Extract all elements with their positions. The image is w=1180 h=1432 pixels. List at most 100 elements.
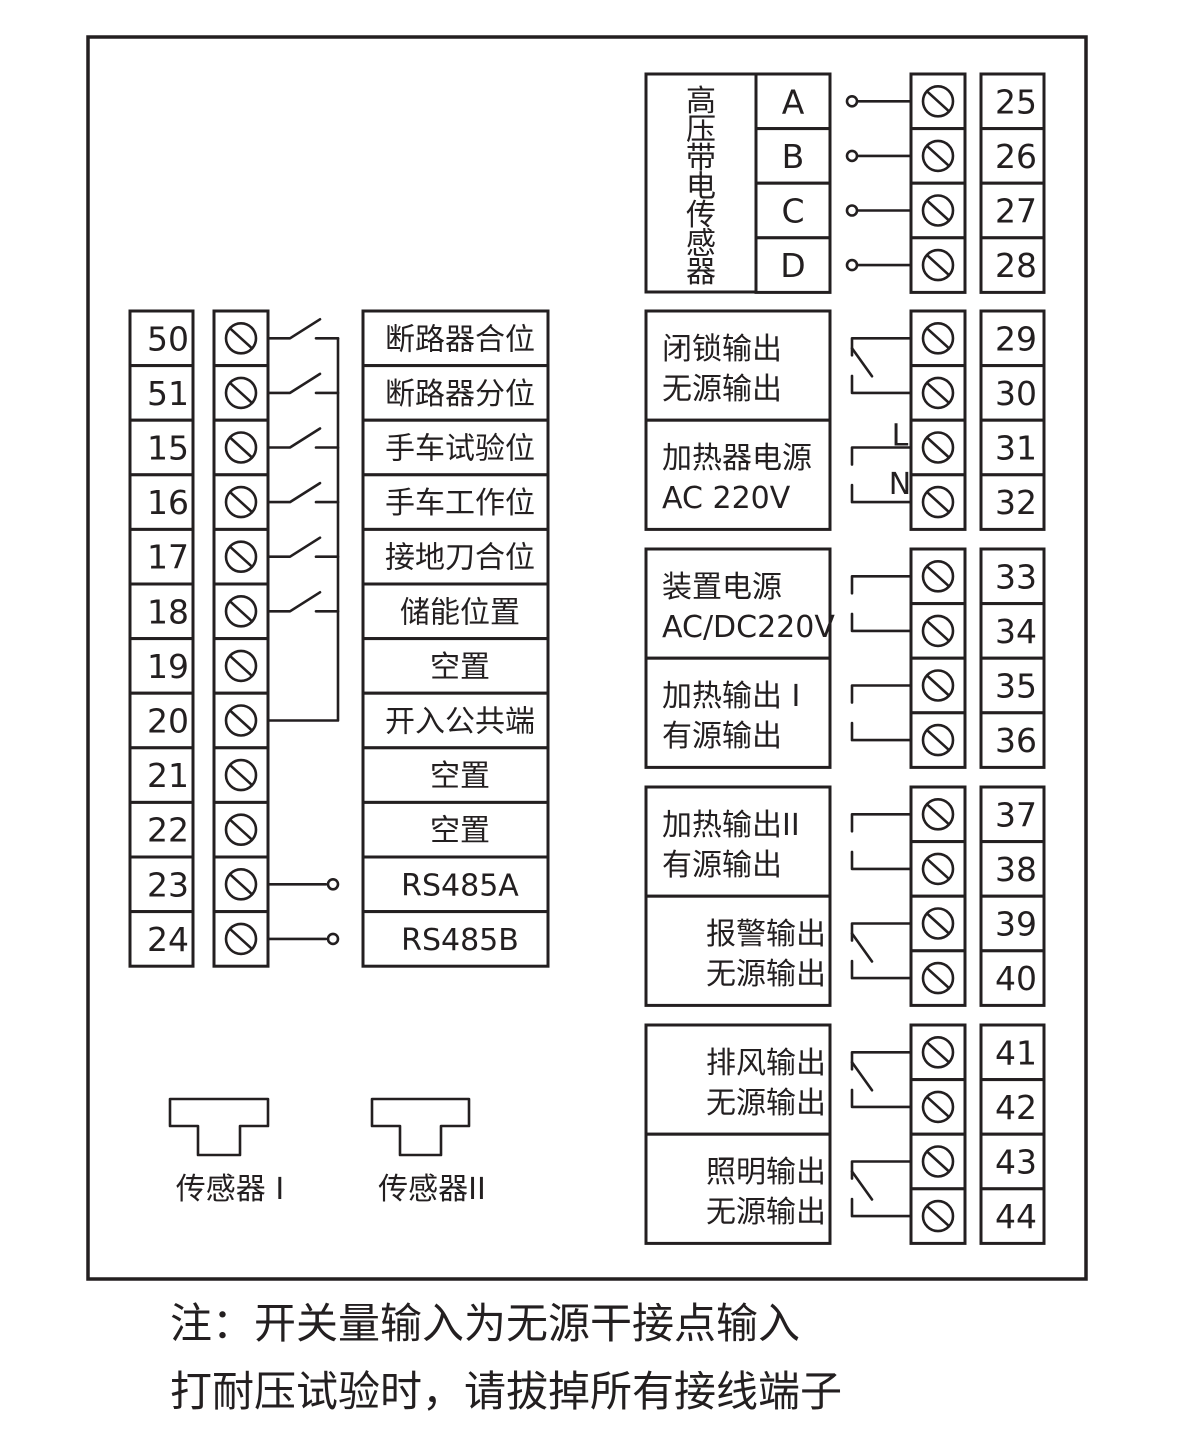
hv-phase-cell (754, 127, 832, 185)
terminal-label: 空置 (430, 650, 490, 685)
terminal-dot-icon (326, 932, 340, 946)
right-label-cell (644, 785, 832, 898)
terminal-number: 42 (995, 1088, 1037, 1127)
switch-contact-icon (266, 318, 322, 340)
right-number-cell (979, 602, 1046, 660)
right-label-cell (644, 1132, 832, 1245)
left-number-cell (128, 800, 195, 859)
hv-phase-label: A (782, 82, 805, 121)
hv-number-cell (979, 181, 1046, 240)
left-label-cell (361, 364, 550, 422)
terminal-number: 37 (995, 795, 1037, 834)
screw-terminal-icon (921, 194, 955, 227)
screw-terminal-icon (224, 321, 258, 355)
sensor-connector-1-icon (168, 1097, 270, 1157)
supply-wire-upper (850, 813, 913, 833)
terminal-label: 手车试验位 (385, 432, 535, 467)
screw-terminal-icon (921, 85, 955, 118)
terminal-number: 15 (147, 429, 189, 468)
supply-wire-upper (850, 575, 913, 595)
phase-mark-l: L (892, 419, 909, 454)
relay-contact-lower (850, 1197, 913, 1218)
left-label-cell (361, 910, 550, 968)
screw-terminal-icon (921, 559, 955, 593)
right-number-cell (979, 1187, 1046, 1245)
screw-terminal-icon (224, 813, 258, 847)
screw-terminal-icon (921, 907, 955, 940)
right-number-cell (979, 840, 1046, 898)
left-label-cell (361, 473, 550, 531)
common-return-wire (266, 337, 340, 722)
label-line-2: 无源输出 (706, 1086, 826, 1121)
terminal-number: 29 (995, 319, 1037, 358)
right-number-cell (979, 364, 1046, 422)
screw-terminal-icon (921, 376, 955, 410)
terminal-number: 40 (995, 959, 1037, 998)
screw-terminal-icon (921, 431, 955, 464)
terminal-number: 26 (995, 137, 1037, 176)
relay-contact-icon (850, 932, 874, 963)
left-number-cell (128, 527, 195, 586)
terminal-number: 27 (995, 192, 1037, 231)
terminal-label: 开入公共端 (385, 705, 535, 740)
left-number-cell (128, 855, 195, 914)
terminal-label: RS485A (401, 868, 519, 903)
screw-terminal-icon (224, 485, 258, 519)
screw-terminal-icon (224, 649, 258, 683)
label-line-1: 闭锁输出 (662, 332, 782, 367)
sensor-connectors: 传感器 I 传感器II (168, 1097, 486, 1207)
terminal-number: 51 (147, 374, 189, 413)
supply-wire-upper (850, 684, 913, 704)
left-label-cell (361, 691, 550, 750)
left-label-cell (361, 418, 550, 477)
hv-number-cell (979, 236, 1046, 294)
hv-phase-label: B (782, 137, 805, 176)
label-line-1: 排风输出 (706, 1046, 826, 1081)
screw-terminal-icon (921, 614, 955, 648)
supply-wire-lower (850, 721, 913, 742)
terminal-number: 32 (995, 483, 1037, 522)
right-number-cell (979, 785, 1046, 844)
hv-phase-label: C (781, 192, 804, 231)
right-number-cell (979, 473, 1046, 531)
label-line-2: AC/DC220V (662, 610, 835, 645)
label-line-2: 无源输出 (662, 372, 782, 407)
terminal-number: 17 (147, 538, 189, 577)
switch-contact-icon (266, 536, 322, 558)
terminal-number: 35 (995, 667, 1037, 706)
left-label-cell (361, 746, 550, 804)
right-number-cell (979, 949, 1046, 1007)
note-line-1: 注：开关量输入为无源干接点输入 (170, 1299, 800, 1348)
right-number-cell (979, 894, 1046, 953)
relay-contact-icon (850, 347, 874, 378)
terminal-number: 23 (147, 865, 189, 904)
relay-contact-lower (850, 959, 913, 980)
switch-contact-icon (266, 372, 322, 395)
left-label-cell (361, 527, 550, 586)
right-label-cell (644, 894, 832, 1007)
left-screw-cell (212, 418, 270, 477)
terminal-number: 34 (995, 612, 1037, 651)
right-number-cell (979, 1132, 1046, 1191)
hv-phase-cell (754, 236, 832, 294)
label-line-1: 加热输出II (662, 808, 800, 843)
terminal-number: 38 (995, 850, 1037, 889)
relay-contact-icon (850, 1061, 874, 1092)
screw-terminal-icon (921, 852, 955, 886)
relay-contact-icon (850, 1170, 874, 1201)
terminal-number: 50 (147, 319, 189, 358)
screw-terminal-icon (921, 139, 955, 173)
hv-phase-label: D (780, 246, 805, 285)
hv-screw-cell (909, 236, 967, 294)
screw-terminal-icon (921, 669, 955, 702)
right-label-cell (644, 309, 832, 422)
terminal-number: 18 (147, 592, 189, 631)
right-number-cell (979, 1078, 1046, 1136)
label-line-1: 装置电源 (662, 570, 782, 605)
terminal-number: 33 (995, 557, 1037, 596)
screw-terminal-icon (921, 485, 955, 519)
sensor-2-label: 传感器II (378, 1172, 486, 1207)
screw-terminal-icon (224, 704, 258, 737)
